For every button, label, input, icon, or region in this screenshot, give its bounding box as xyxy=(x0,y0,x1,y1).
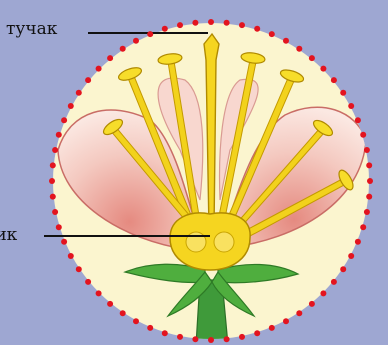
border-dot xyxy=(61,239,67,245)
border-dot xyxy=(254,26,260,32)
border-dot xyxy=(360,132,366,138)
border-dot xyxy=(364,147,370,153)
border-dot xyxy=(224,336,230,342)
border-dot xyxy=(162,26,168,32)
border-dot xyxy=(76,266,82,272)
border-dot xyxy=(133,318,139,324)
border-dot xyxy=(147,325,153,331)
border-dot xyxy=(192,336,198,342)
border-dot xyxy=(320,290,326,296)
border-dot xyxy=(85,279,91,285)
border-dot xyxy=(331,279,337,285)
border-dot xyxy=(162,330,168,336)
border-dot xyxy=(340,266,346,272)
border-dot xyxy=(177,22,183,28)
border-dot xyxy=(348,253,354,259)
border-dot xyxy=(269,31,275,37)
border-dot xyxy=(309,301,315,307)
border-dot xyxy=(239,334,245,340)
border-dot xyxy=(68,253,74,259)
border-dot xyxy=(76,90,82,96)
border-dot xyxy=(283,38,289,44)
border-dot xyxy=(52,147,58,153)
border-dot xyxy=(50,194,56,200)
border-dot xyxy=(192,20,198,26)
border-dot xyxy=(340,90,346,96)
border-dot xyxy=(331,77,337,83)
border-dot xyxy=(355,117,361,123)
label-ovary: ник xyxy=(0,227,17,244)
border-dot xyxy=(367,178,373,184)
ovary xyxy=(170,213,250,270)
border-dot xyxy=(52,209,58,215)
border-dot xyxy=(68,103,74,109)
border-dot xyxy=(364,209,370,215)
border-dot xyxy=(254,330,260,336)
border-dot xyxy=(50,162,56,168)
border-dot xyxy=(360,224,366,230)
border-dot xyxy=(366,162,372,168)
border-dot xyxy=(120,310,126,316)
border-dot xyxy=(96,66,102,72)
border-dot xyxy=(348,103,354,109)
border-dot xyxy=(107,301,113,307)
border-dot xyxy=(296,310,302,316)
border-dot xyxy=(85,77,91,83)
border-dot xyxy=(269,325,275,331)
border-dot xyxy=(355,239,361,245)
label-stigma: тучак xyxy=(6,21,57,38)
border-dot xyxy=(49,178,55,184)
border-dot xyxy=(239,22,245,28)
border-dot xyxy=(96,290,102,296)
border-dot xyxy=(224,20,230,26)
border-dot xyxy=(107,55,113,61)
border-dot xyxy=(56,132,62,138)
border-dot xyxy=(56,224,62,230)
border-dot xyxy=(147,31,153,37)
border-dot xyxy=(120,46,126,52)
border-dot xyxy=(61,117,67,123)
border-dot xyxy=(283,318,289,324)
border-dot xyxy=(208,337,214,343)
border-dot xyxy=(309,55,315,61)
border-dot xyxy=(296,46,302,52)
border-dot xyxy=(177,334,183,340)
border-dot xyxy=(133,38,139,44)
border-dot xyxy=(208,19,214,25)
border-dot xyxy=(320,66,326,72)
border-dot xyxy=(366,194,372,200)
